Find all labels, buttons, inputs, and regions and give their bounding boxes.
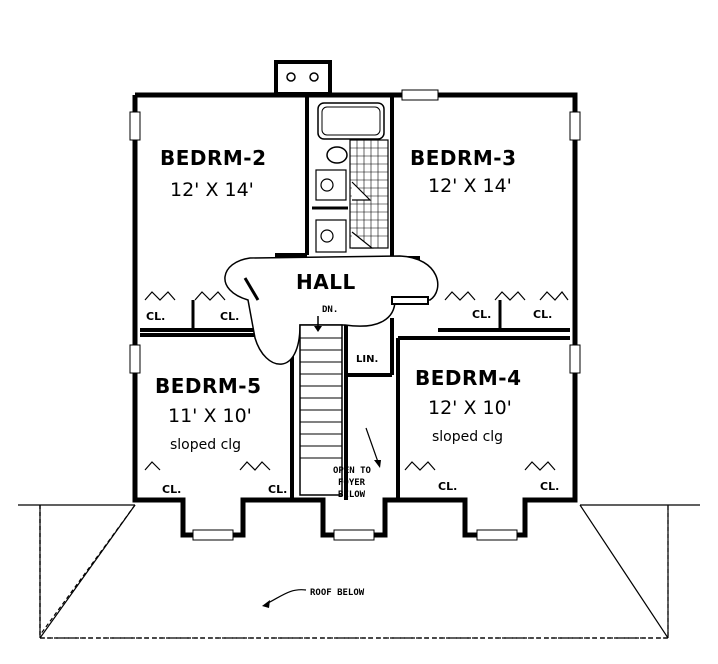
closet-label: CL. (540, 480, 559, 493)
foyer-line-1: OPEN TO (333, 466, 372, 476)
foyer-line-3: BELOW (338, 490, 366, 500)
closet-label: CL. (220, 310, 239, 323)
bathroom (312, 102, 389, 253)
hall-door (391, 296, 429, 305)
bedrm4-size: 12' X 10' (428, 397, 512, 419)
closet-label: CL. (146, 310, 165, 323)
bedrm2-name: BEDRM-2 (160, 146, 267, 170)
bedrm4-name: BEDRM-4 (415, 366, 522, 390)
hall-door-left (243, 277, 260, 301)
interior-walls (140, 95, 570, 500)
bedrm5-note: sloped clg (170, 437, 241, 453)
stairs (299, 324, 343, 496)
bathtub (317, 102, 385, 140)
closet-label: CL. (438, 480, 457, 493)
closet-label: CL. (268, 483, 287, 496)
bedrm4-note: sloped clg (432, 429, 503, 445)
closet-label: CL. (162, 483, 181, 496)
chimney (274, 60, 332, 96)
windows (129, 89, 581, 541)
toilet (326, 146, 348, 164)
roof-arrow-icon (265, 589, 307, 605)
bedrm5-size: 11' X 10' (168, 405, 252, 427)
foyer-line-2: FOYER (338, 478, 366, 488)
exterior-walls (132, 92, 578, 538)
closet-markings (144, 291, 569, 471)
down-label: DN. (322, 305, 338, 315)
roof-outline (18, 504, 700, 639)
closet-label: CL. (533, 308, 552, 321)
hall-name: HALL (296, 270, 356, 294)
bedrm5-name: BEDRM-5 (155, 374, 262, 398)
bedrm3-size: 12' X 14' (428, 175, 512, 197)
closet-label: CL. (472, 308, 491, 321)
down-arrow-head-icon (314, 326, 322, 332)
roof-below-label: ROOF BELOW (310, 588, 365, 598)
bedrm3-name: BEDRM-3 (410, 146, 517, 170)
bedrm2-size: 12' X 14' (170, 179, 254, 201)
linen-label: LIN. (356, 354, 378, 365)
foyer-arrow-icon (365, 427, 379, 463)
